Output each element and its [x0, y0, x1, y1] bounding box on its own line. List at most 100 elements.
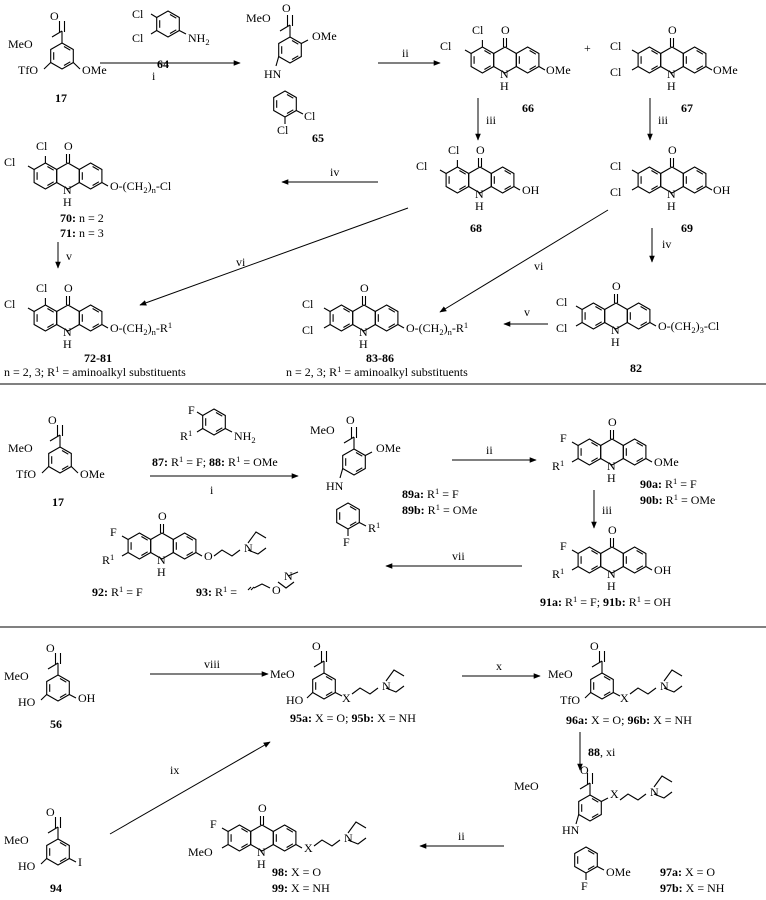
atom-o: O	[50, 9, 59, 23]
step-vi: vi	[534, 259, 544, 273]
atom-h: H	[607, 471, 616, 485]
step-x: x	[496, 659, 502, 673]
atom-n: N	[257, 845, 266, 859]
compound-96-label: 96a: X = O; 96b: X = NH	[566, 713, 692, 727]
atom-oh: OH	[522, 183, 540, 197]
step-ii: ii	[402, 46, 409, 60]
atom-cl: Cl	[556, 321, 568, 335]
atom-meo: MeO	[548, 667, 573, 681]
atom-o: O	[346, 413, 355, 427]
atom-h: H	[157, 565, 166, 579]
atom-r1: R1	[368, 520, 380, 535]
compound-17-label: 17	[55, 91, 67, 105]
atom-nh2: NH2	[234, 429, 256, 445]
compound-97-aryl	[574, 846, 605, 880]
atom-n: N	[284, 569, 293, 583]
compound-65-aryl	[273, 90, 304, 124]
side-chain: O-(CH2)3-Cl	[658, 319, 720, 335]
step-ii: ii	[458, 829, 465, 843]
atom-h: H	[63, 337, 72, 351]
compound-64-label: 64	[157, 57, 169, 71]
atom-ome: OMe	[606, 865, 631, 879]
atom-meo: MeO	[270, 667, 295, 681]
compound-97b-label: 97b: X = NH	[660, 881, 725, 895]
compound-89a-label: 89a: R1 = F	[402, 486, 459, 501]
compound-98-label: 98: X = O	[272, 865, 321, 879]
compound-94-label: 94	[50, 881, 62, 895]
atom-o: O	[46, 805, 55, 819]
step-v: v	[524, 305, 530, 319]
atom-ome: OMe	[654, 455, 679, 469]
atom-o: O	[590, 639, 599, 653]
atom-ome: OMe	[312, 29, 337, 43]
step-88-xi: 88, xi	[588, 745, 616, 759]
atom-ho: HO	[18, 695, 36, 709]
atom-o: O	[282, 1, 291, 15]
step-ii: ii	[486, 443, 493, 457]
atom-r1: R1	[552, 566, 564, 581]
atom-ome: OMe	[82, 63, 107, 77]
atom-tfo: TfO	[18, 63, 38, 77]
atom-cl: Cl	[610, 159, 622, 173]
reaction-arrow-vi	[439, 209, 609, 313]
atom-o: O	[48, 413, 57, 427]
atom-n: N	[244, 541, 253, 555]
atom-n: N	[607, 459, 616, 473]
compound-72-81-structure	[27, 295, 109, 332]
side-chain: O-(CH2)n-R1	[406, 320, 468, 337]
reaction-arrow-ix	[109, 741, 271, 835]
compound-97-structure	[575, 772, 609, 825]
side-chain: O-(CH2)n-Cl	[110, 179, 172, 195]
compound-92-93-structure	[121, 523, 203, 560]
compound-68-structure	[439, 157, 521, 194]
atom-cl: Cl	[556, 295, 568, 309]
atom-f: F	[560, 539, 567, 553]
atom-cl: Cl	[36, 139, 48, 153]
compound-89-structure	[339, 426, 373, 479]
compound-69-structure	[631, 157, 713, 194]
reaction-arrow-vi	[139, 207, 409, 306]
atom-cl: Cl	[610, 65, 622, 79]
atom-n: N	[660, 679, 669, 693]
compound-87-88-structure	[196, 408, 233, 436]
atom-meo: MeO	[4, 669, 29, 683]
atom-o: O	[204, 549, 213, 563]
step-i: i	[152, 69, 156, 83]
compound-66-structure	[464, 37, 546, 74]
panel-3: MeO O HO OH 56 viii MeO O HO X N 95a: X …	[4, 639, 725, 895]
atom-cl: Cl	[132, 31, 144, 45]
atom-tfo: TfO	[16, 467, 36, 481]
atom-cl: Cl	[132, 7, 144, 21]
step-i: i	[210, 483, 214, 497]
atom-x: X	[304, 841, 313, 855]
compound-17-structure	[43, 20, 81, 70]
atom-h: H	[611, 335, 620, 349]
atom-cl: Cl	[304, 109, 316, 123]
atom-h: H	[257, 857, 266, 871]
atom-o: O	[272, 583, 281, 597]
atom-h: H	[667, 199, 676, 213]
atom-cl: Cl	[302, 297, 314, 311]
atom-ome: OMe	[376, 441, 401, 455]
atom-meo: MeO	[246, 11, 271, 25]
atom-ho: HO	[286, 693, 304, 707]
step-v: v	[66, 249, 72, 263]
atom-o: O	[612, 279, 621, 293]
compound-83-86-structure	[323, 295, 405, 332]
atom-o: O	[476, 143, 485, 157]
atom-n: N	[611, 323, 620, 337]
atom-cl: Cl	[448, 143, 460, 157]
side-chain-diethylaminoethyl	[213, 531, 267, 557]
compound-71-label: 71: n = 3	[60, 226, 104, 240]
step-iii: iii	[486, 113, 497, 127]
atom-n: N	[63, 325, 72, 339]
atom-meo: MeO	[310, 423, 335, 437]
atom-ome: OMe	[713, 63, 738, 77]
atom-cl: Cl	[4, 297, 16, 311]
compound-65-structure	[275, 14, 309, 67]
atom-n: N	[359, 325, 368, 339]
atom-h: H	[475, 199, 484, 213]
atom-f: F	[343, 535, 350, 549]
compound-56-structure	[40, 652, 77, 702]
compound-17-structure	[41, 424, 79, 474]
